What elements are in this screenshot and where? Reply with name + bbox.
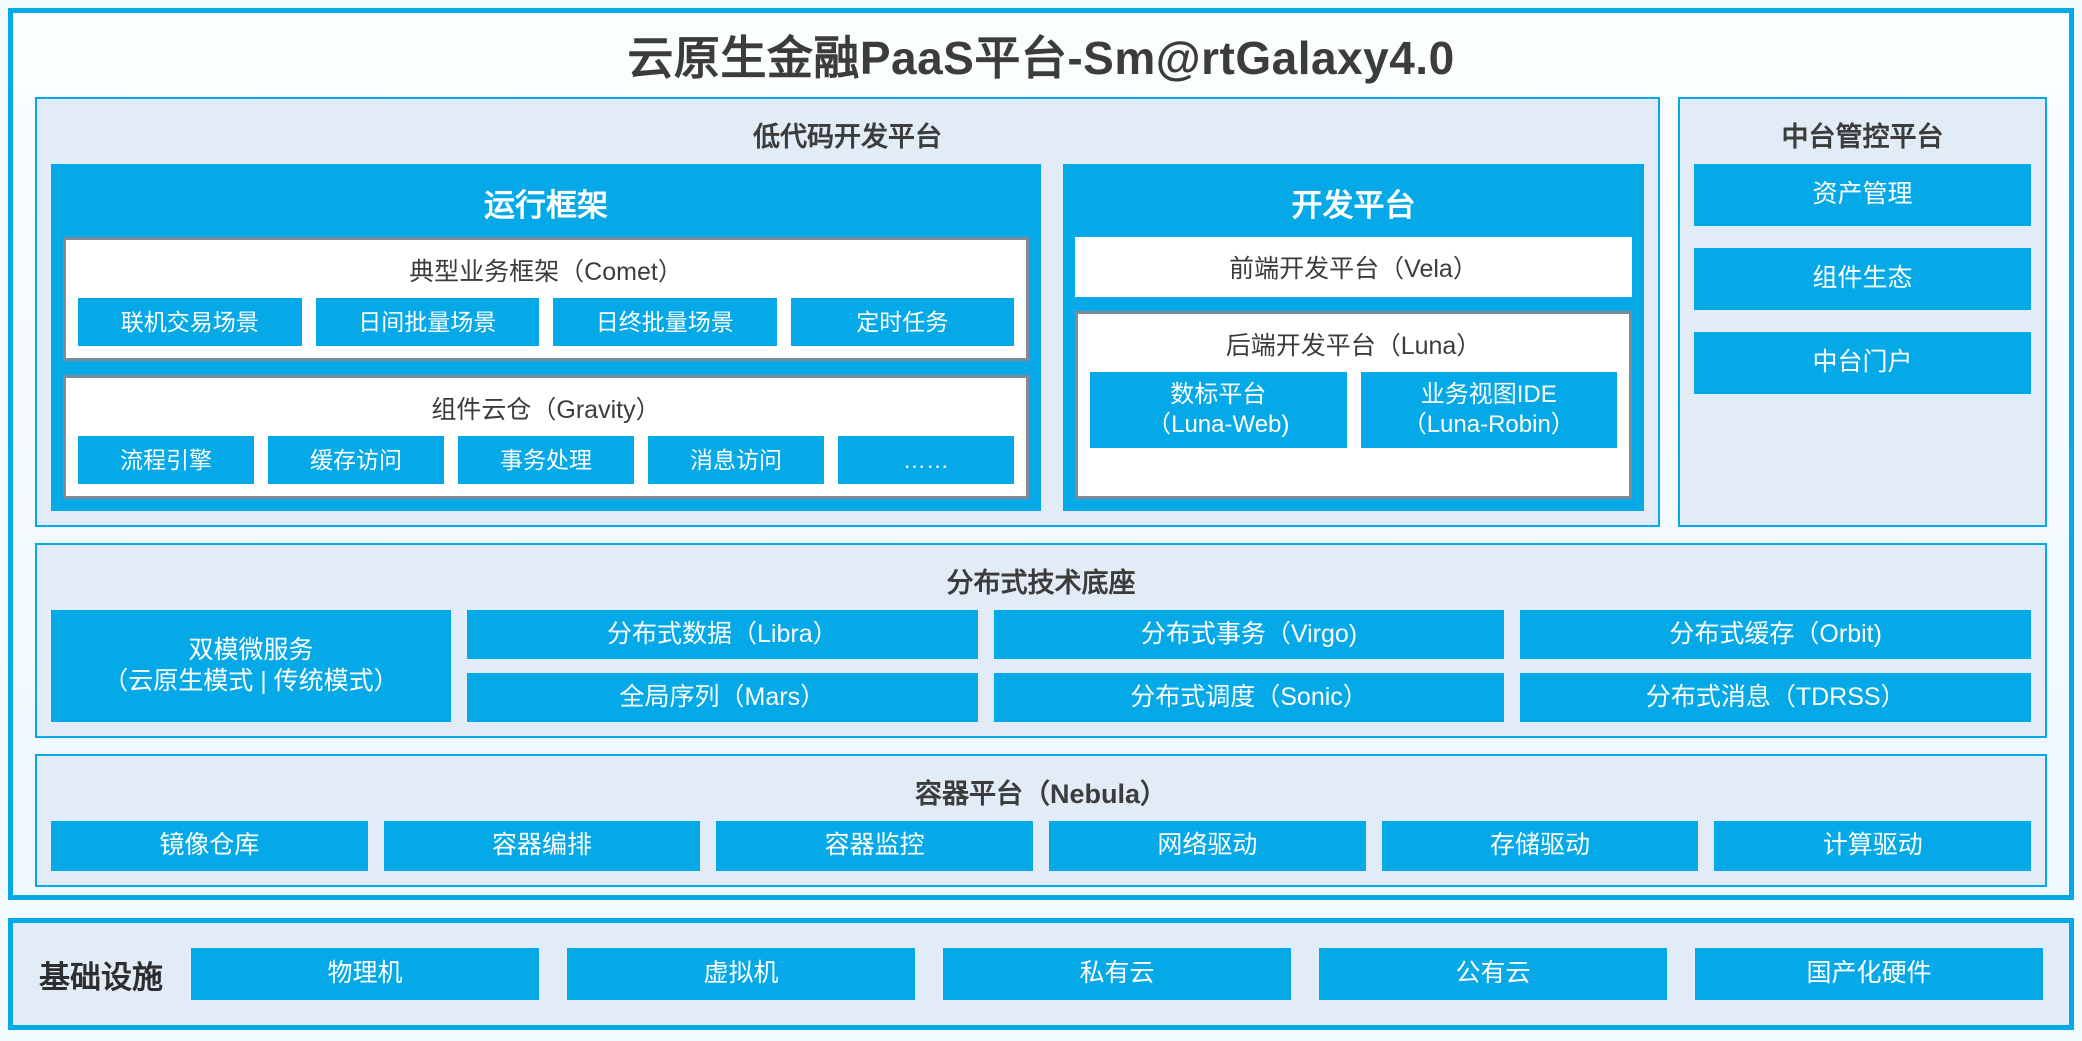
container-item-orchestration[interactable]: 容器编排 [383, 821, 701, 871]
lowcode-platform-panel: 低代码开发平台 运行框架 典型业务框架（Comet） 联机交易场景 日间批量场景… [35, 97, 1660, 527]
vela-card[interactable]: 前端开发平台（Vela） [1075, 237, 1632, 297]
dist-item-sonic[interactable]: 分布式调度（Sonic） [993, 673, 1505, 722]
diagram-body: 低代码开发平台 运行框架 典型业务框架（Comet） 联机交易场景 日间批量场景… [35, 97, 2047, 887]
lowcode-columns: 运行框架 典型业务框架（Comet） 联机交易场景 日间批量场景 日终批量场景 … [51, 164, 1644, 511]
mgmt-item-component-ecosystem[interactable]: 组件生态 [1694, 248, 2031, 310]
luna-item-luna-web[interactable]: 数标平台 （Luna-Web) [1090, 372, 1347, 448]
dist-item-orbit[interactable]: 分布式缓存（Orbit) [1520, 610, 2032, 659]
dist-column-2: 分布式事务（Virgo) 分布式调度（Sonic） [993, 610, 1505, 722]
infrastructure-panel: 基础设施 物理机 虚拟机 私有云 公有云 国产化硬件 [8, 918, 2074, 1030]
midend-control-platform-title: 中台管控平台 [1781, 122, 1944, 152]
comet-title: 典型业务框架（Comet） [409, 258, 683, 286]
comet-item-scheduled-task[interactable]: 定时任务 [790, 298, 1014, 346]
midend-control-platform-panel: 中台管控平台 资产管理 组件生态 中台门户 [1678, 97, 2047, 527]
container-item-image-repo[interactable]: 镜像仓库 [51, 821, 368, 871]
infrastructure-label: 基础设施 [39, 959, 163, 995]
luna-items: 数标平台 （Luna-Web) 业务视图IDE （Luna-Robin） [1090, 372, 1617, 448]
container-items: 镜像仓库 容器编排 容器监控 网络驱动 存储驱动 计算驱动 [51, 821, 2032, 871]
luna-title: 后端开发平台（Luna） [1225, 332, 1482, 360]
luna-card: 后端开发平台（Luna） 数标平台 （Luna-Web) 业务视图IDE （Lu… [1075, 311, 1632, 499]
container-platform-panel: 容器平台（Nebula） 镜像仓库 容器编排 容器监控 网络驱动 存储驱动 计算… [35, 754, 2047, 887]
dist-column-3: 分布式缓存（Orbit) 分布式消息（TDRSS） [1520, 610, 2032, 722]
dist-item-tdrss[interactable]: 分布式消息（TDRSS） [1520, 673, 2032, 722]
comet-item-online-trade[interactable]: 联机交易场景 [78, 298, 302, 346]
top-row: 低代码开发平台 运行框架 典型业务框架（Comet） 联机交易场景 日间批量场景… [35, 97, 2047, 527]
dist-column-1: 分布式数据（Libra） 全局序列（Mars） [467, 610, 978, 722]
dev-platform-title: 开发平台 [1291, 188, 1416, 223]
container-item-monitoring[interactable]: 容器监控 [716, 821, 1034, 871]
dist-item-libra[interactable]: 分布式数据（Libra） [467, 610, 978, 659]
distributed-tech-base-title: 分布式技术底座 [946, 568, 1136, 598]
mgmt-item-midend-portal[interactable]: 中台门户 [1694, 332, 2031, 394]
container-item-compute-driver[interactable]: 计算驱动 [1714, 821, 2032, 871]
gravity-item-more[interactable]: …… [838, 436, 1014, 484]
gravity-item-cache-access[interactable]: 缓存访问 [268, 436, 444, 484]
distributed-tech-grid: 双模微服务 （云原生模式 | 传统模式） 分布式数据（Libra） 全局序列（M… [51, 610, 2032, 722]
container-item-storage-driver[interactable]: 存储驱动 [1381, 821, 1699, 871]
comet-item-eod-batch[interactable]: 日终批量场景 [553, 298, 777, 346]
runtime-framework-block: 运行框架 典型业务框架（Comet） 联机交易场景 日间批量场景 日终批量场景 … [51, 164, 1041, 511]
infra-item-private-cloud[interactable]: 私有云 [943, 948, 1291, 1000]
gravity-item-transaction[interactable]: 事务处理 [458, 436, 634, 484]
container-platform-title: 容器平台（Nebula） [914, 779, 1168, 809]
gravity-item-message-access[interactable]: 消息访问 [648, 436, 824, 484]
infra-item-public-cloud[interactable]: 公有云 [1319, 948, 1667, 1000]
lowcode-platform-title: 低代码开发平台 [753, 122, 942, 152]
comet-items: 联机交易场景 日间批量场景 日终批量场景 定时任务 [78, 298, 1014, 346]
comet-item-intraday-batch[interactable]: 日间批量场景 [315, 298, 539, 346]
dist-item-mars[interactable]: 全局序列（Mars） [467, 673, 978, 722]
infra-item-virtual-machine[interactable]: 虚拟机 [567, 948, 915, 1000]
distributed-tech-base-panel: 分布式技术底座 双模微服务 （云原生模式 | 传统模式） 分布式数据（Libra… [35, 543, 2047, 738]
luna-item-luna-robin[interactable]: 业务视图IDE （Luna-Robin） [1360, 372, 1617, 448]
dev-platform-block: 开发平台 前端开发平台（Vela） 后端开发平台（Luna） 数标平台 （Lun… [1063, 164, 1644, 511]
gravity-item-process-engine[interactable]: 流程引擎 [78, 436, 254, 484]
infra-item-domestic-hardware[interactable]: 国产化硬件 [1695, 948, 2043, 1000]
container-item-network-driver[interactable]: 网络驱动 [1049, 821, 1366, 871]
infra-item-physical-machine[interactable]: 物理机 [191, 948, 539, 1000]
platform-frame: 云原生金融PaaS平台-Sm@rtGalaxy4.0 低代码开发平台 运行框架 … [8, 8, 2074, 900]
dist-item-dual-mode-microservice[interactable]: 双模微服务 （云原生模式 | 传统模式） [51, 610, 451, 722]
page-title: 云原生金融PaaS平台-Sm@rtGalaxy4.0 [627, 32, 1455, 84]
runtime-framework-title: 运行框架 [484, 188, 608, 223]
mgmt-item-asset-management[interactable]: 资产管理 [1694, 164, 2031, 226]
gravity-card: 组件云仓（Gravity） 流程引擎 缓存访问 事务处理 消息访问 …… [63, 375, 1029, 499]
comet-card: 典型业务框架（Comet） 联机交易场景 日间批量场景 日终批量场景 定时任务 [63, 237, 1029, 361]
gravity-items: 流程引擎 缓存访问 事务处理 消息访问 …… [78, 436, 1014, 484]
dist-item-virgo[interactable]: 分布式事务（Virgo) [993, 610, 1505, 659]
infrastructure-items: 物理机 虚拟机 私有云 公有云 国产化硬件 [191, 948, 2043, 1000]
gravity-title: 组件云仓（Gravity） [431, 396, 661, 424]
